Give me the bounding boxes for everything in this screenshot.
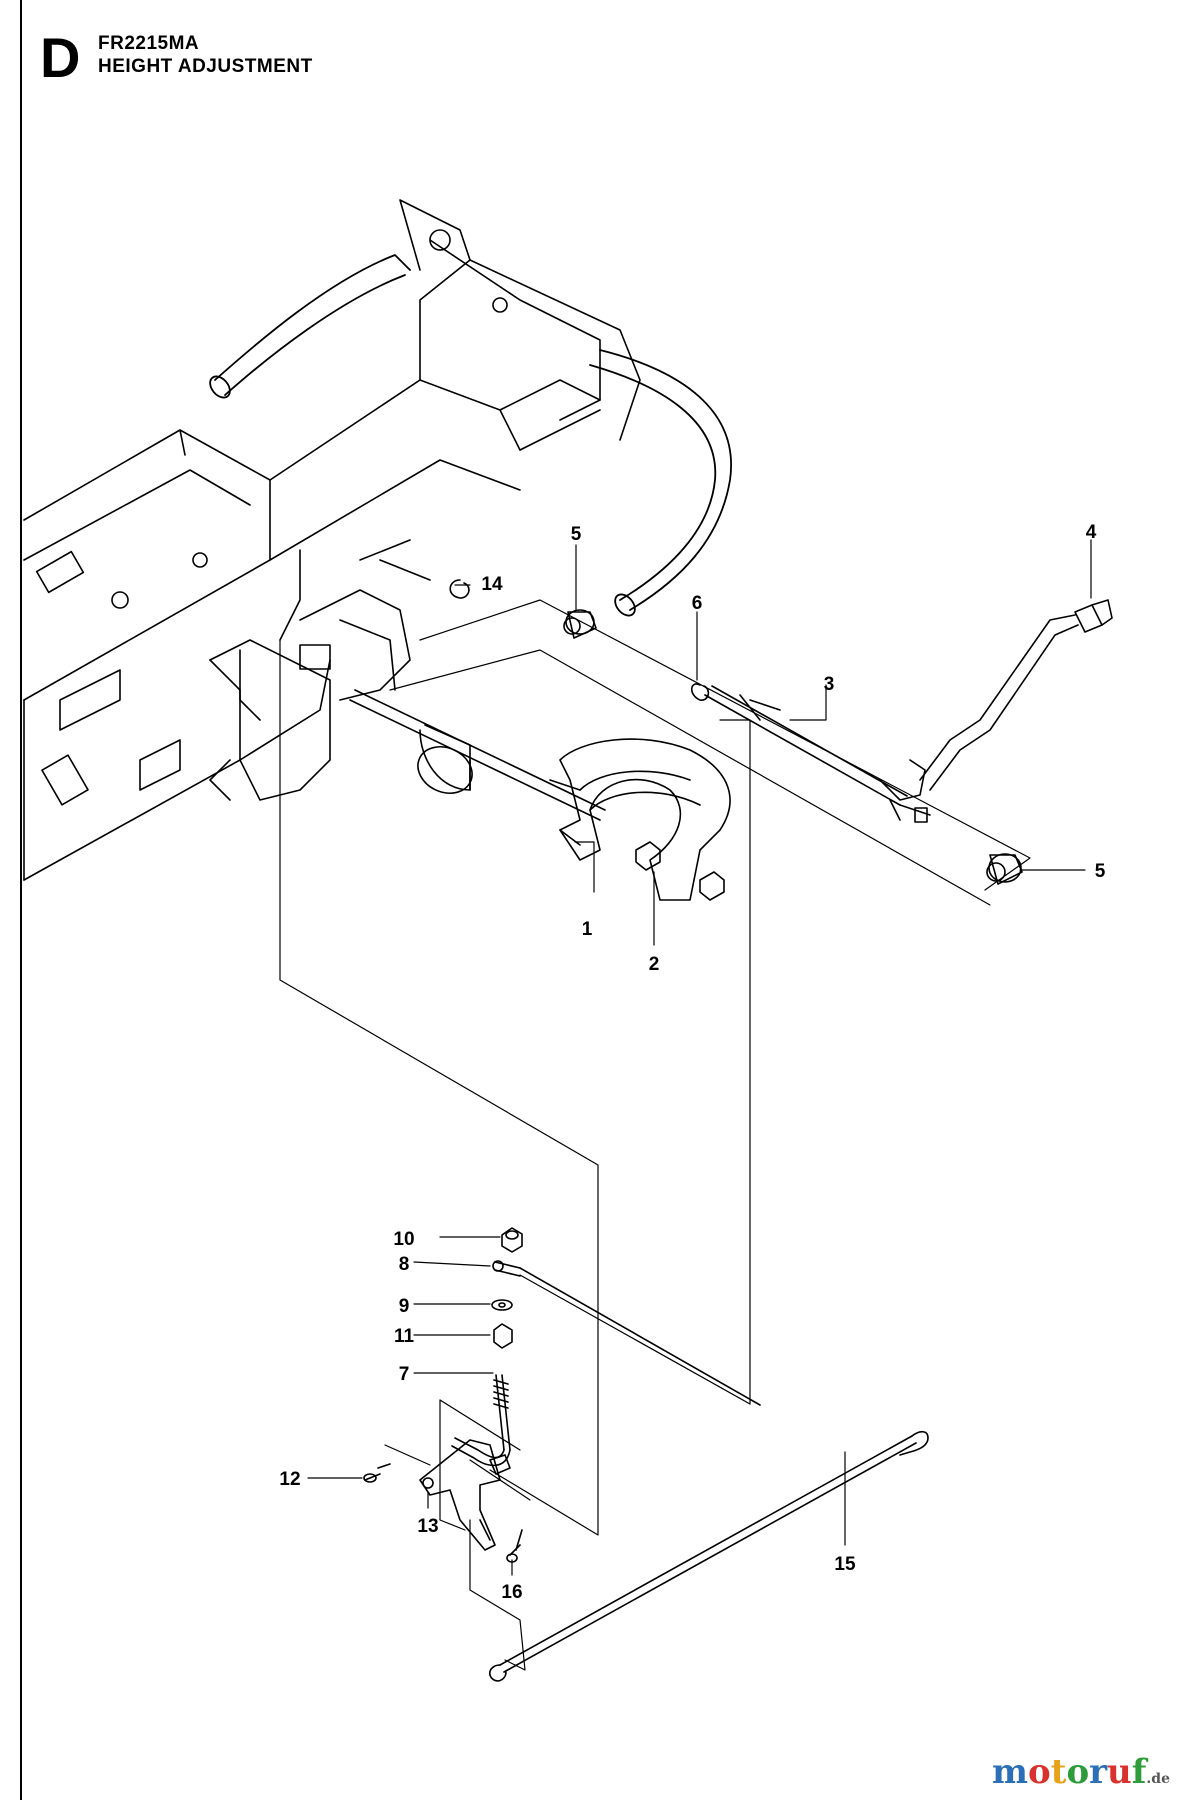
- reference-lines: [279, 599, 1031, 1671]
- callout-9: 9: [399, 1296, 410, 1317]
- callout-11: 11: [394, 1326, 415, 1347]
- callout-7: 7: [399, 1364, 410, 1385]
- watermark-letter: r: [1089, 1752, 1108, 1792]
- link-rod-part-15: [488, 1430, 929, 1682]
- callout-5-lower: 5: [1095, 861, 1106, 882]
- watermark-letter: f: [1131, 1752, 1147, 1792]
- callout-1: 1: [582, 919, 593, 940]
- clip-part-6: [690, 683, 710, 701]
- chassis-frame: [23, 199, 641, 881]
- callout-8: 8: [399, 1254, 410, 1275]
- cross-shaft: [349, 689, 606, 821]
- callout-5-upper: 5: [571, 524, 582, 545]
- callout-2: 2: [649, 954, 660, 975]
- watermark-letter: t: [1050, 1752, 1067, 1792]
- watermark-letter: o: [1028, 1752, 1051, 1792]
- callout-15: 15: [834, 1554, 856, 1575]
- bolt-part-2: [635, 841, 725, 901]
- callout-14: 14: [481, 574, 503, 595]
- callout-12: 12: [279, 1469, 300, 1490]
- hardware-stack: [451, 1227, 761, 1467]
- bushing-part-5-lower: [986, 853, 1023, 885]
- pivot-bracket: [419, 1439, 511, 1551]
- watermark-letter: u: [1107, 1752, 1132, 1792]
- callout-3: 3: [824, 674, 835, 695]
- roll-bar: [209, 254, 732, 617]
- lift-lever: [704, 599, 1113, 823]
- model-number: FR2215MA: [98, 33, 200, 54]
- callout-13: 13: [417, 1516, 438, 1537]
- bolt-part-16: [506, 1529, 523, 1563]
- bolt-part-12: [363, 1463, 391, 1483]
- callout-6: 6: [692, 593, 703, 614]
- callout-16: 16: [501, 1582, 522, 1603]
- watermark-letter: m: [992, 1752, 1029, 1792]
- watermark-logo[interactable]: motoruf.de: [992, 1752, 1170, 1792]
- callout-10: 10: [393, 1229, 414, 1250]
- watermark-letter: o: [1066, 1752, 1090, 1792]
- left-margin-rule: [20, 0, 22, 1800]
- clip-part-14: [449, 579, 470, 599]
- section-letter: D: [40, 26, 81, 89]
- callout-4: 4: [1086, 522, 1097, 543]
- bushing-part-5-upper: [563, 609, 597, 639]
- page-title: HEIGHT ADJUSTMENT: [98, 56, 313, 77]
- leader-lines: [307, 539, 1092, 1576]
- watermark-suffix: .de: [1146, 1771, 1170, 1787]
- gauge-plate: [549, 738, 731, 901]
